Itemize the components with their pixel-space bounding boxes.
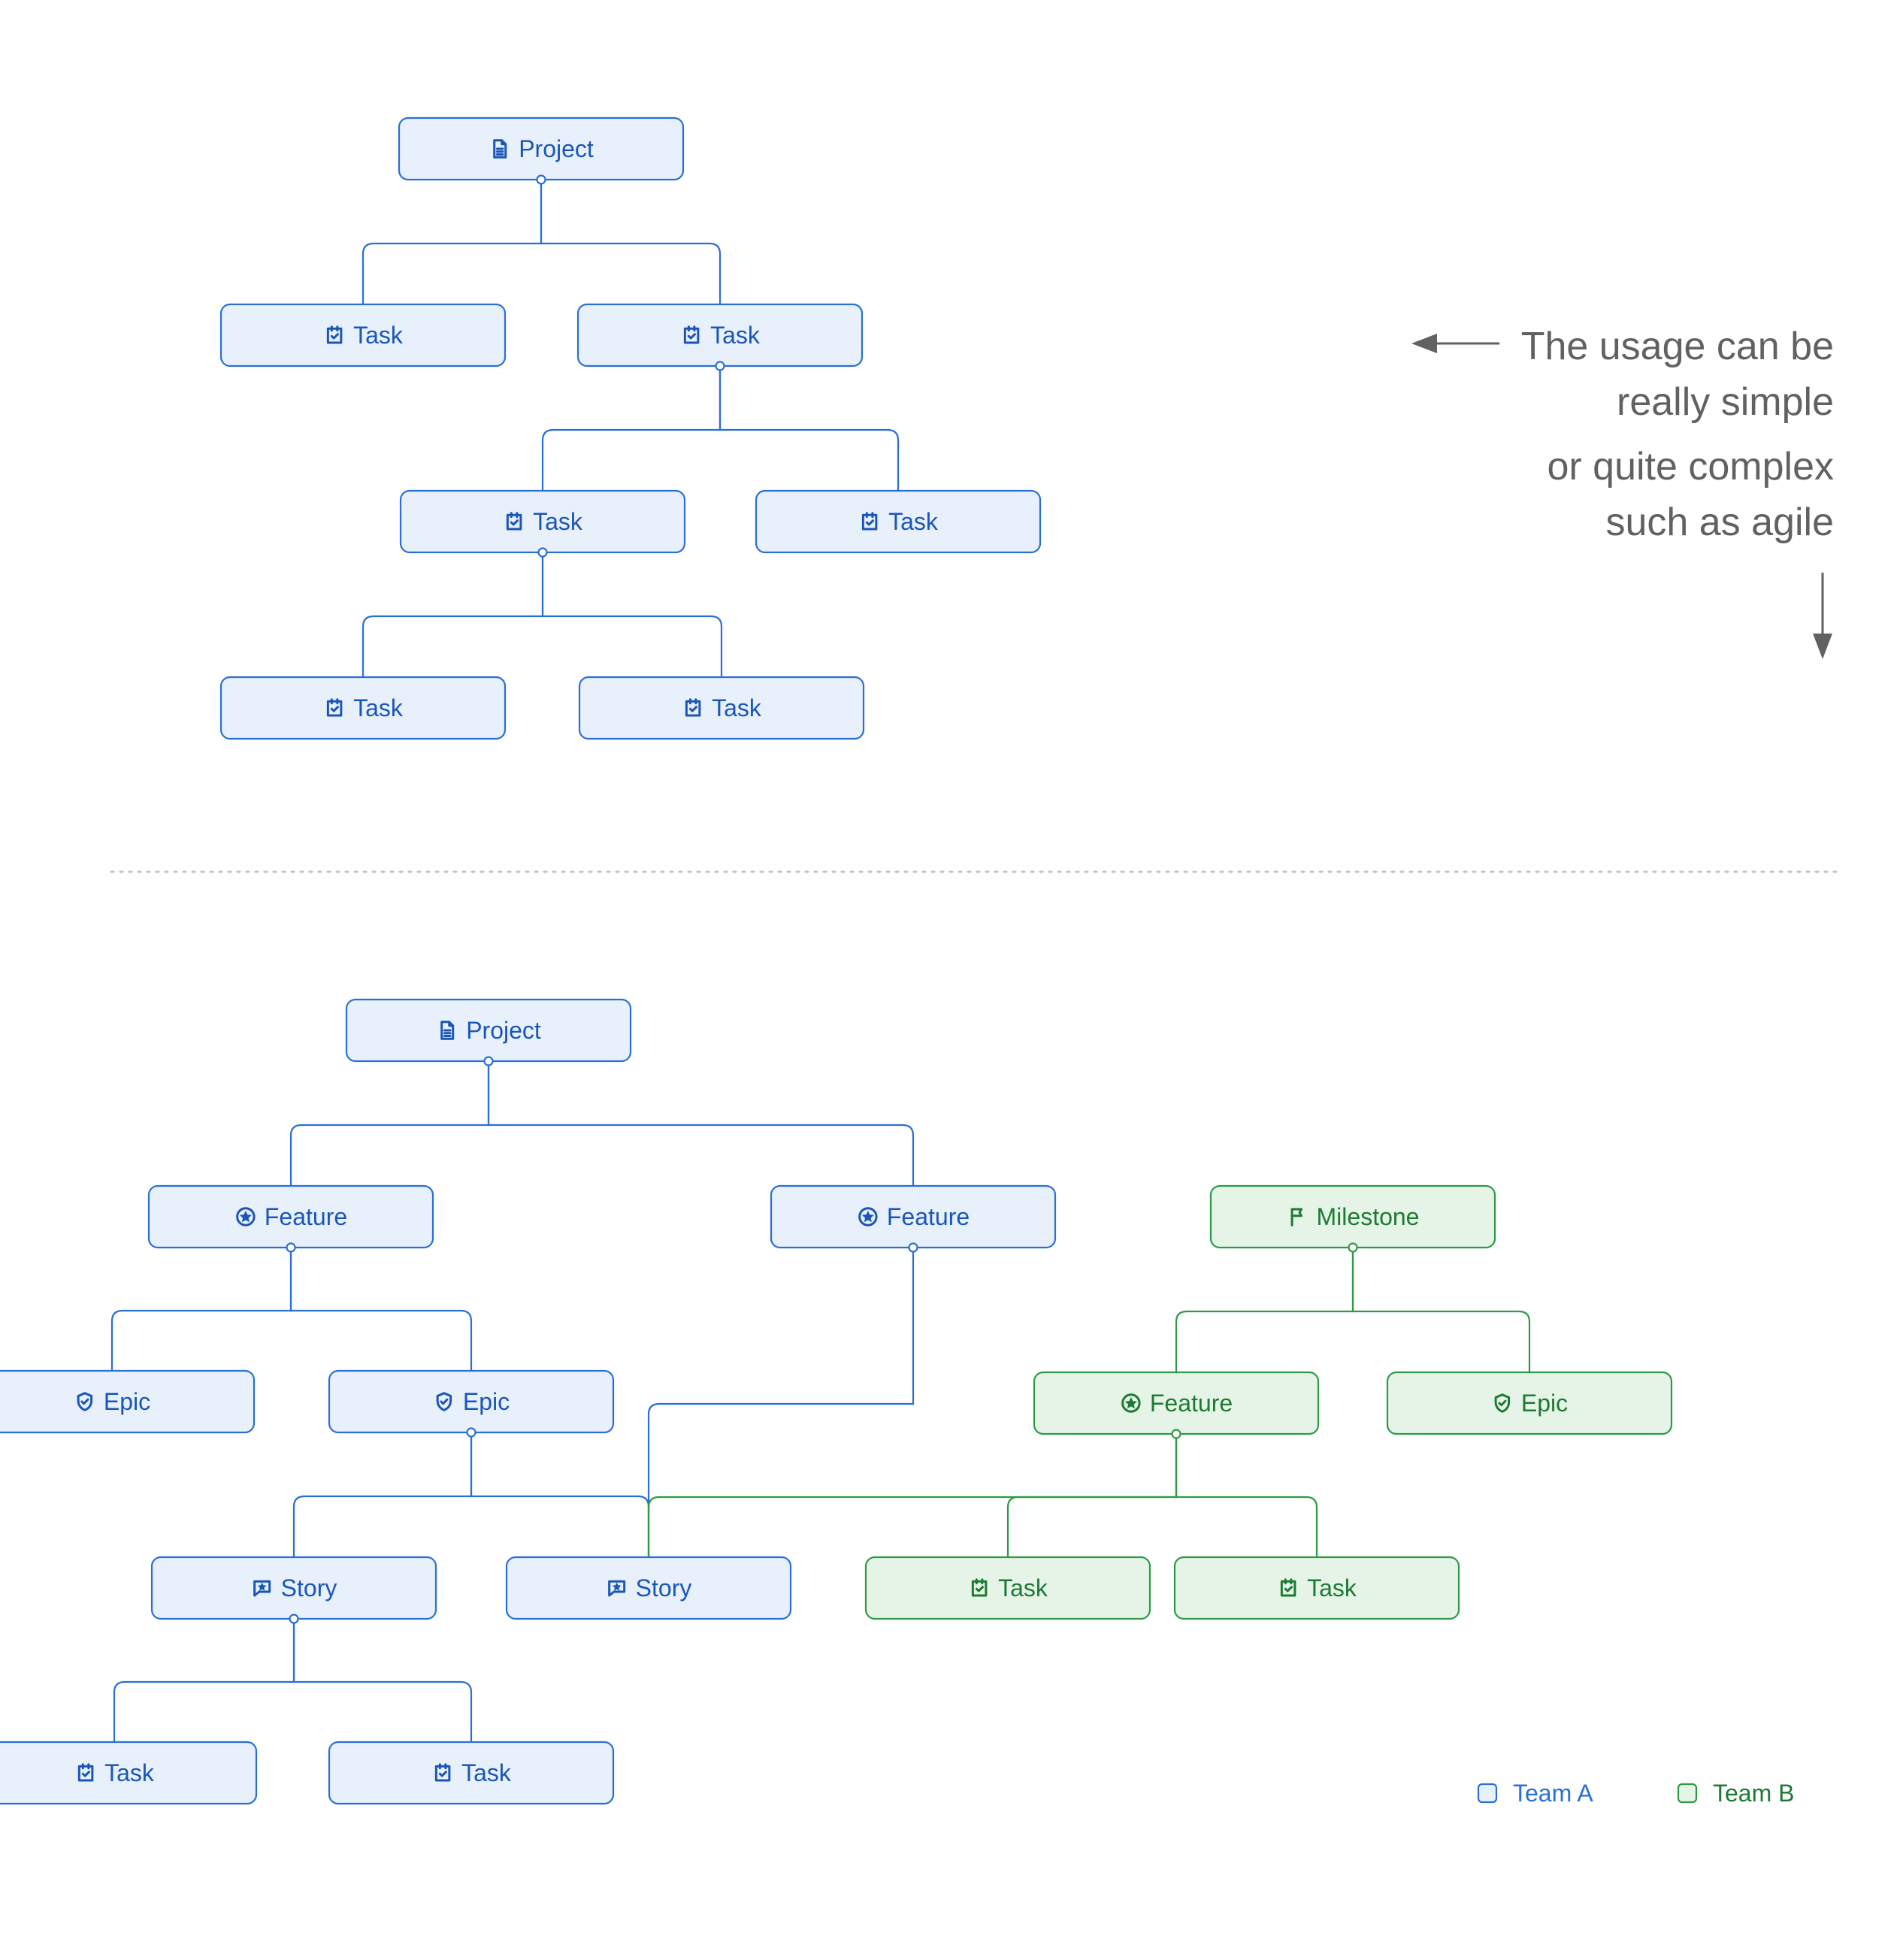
node-b-epic[interactable]: Epic bbox=[1386, 1371, 1673, 1435]
node-port[interactable] bbox=[715, 361, 725, 371]
node-b-milestone[interactable]: Milestone bbox=[1209, 1184, 1496, 1253]
node-label: Task bbox=[712, 694, 762, 721]
connector-b-feature-to-b-task-1 bbox=[1006, 1434, 1178, 1557]
node-a-story-2[interactable]: Story bbox=[505, 1556, 792, 1620]
node-box bbox=[505, 1556, 792, 1620]
node-s-task-5[interactable]: Task bbox=[219, 676, 507, 740]
arrow-left-head bbox=[1411, 334, 1437, 353]
node-port[interactable] bbox=[466, 1427, 477, 1438]
connector-a-story-1-to-a-task-2 bbox=[292, 1619, 473, 1742]
node-label: Task bbox=[1307, 1574, 1357, 1602]
connector-b-feature-to-a-story-2 bbox=[647, 1434, 1178, 1557]
annotation-line-3: or quite complex bbox=[1547, 445, 1834, 488]
node-label: Task bbox=[461, 1759, 512, 1786]
node-label: Feature bbox=[265, 1203, 347, 1230]
node-b-task-2[interactable]: Task bbox=[1173, 1556, 1460, 1620]
node-b-feature[interactable]: Feature bbox=[1033, 1371, 1320, 1439]
connector-b-milestone-to-b-feature bbox=[1175, 1248, 1354, 1372]
connector-s-task-3-to-s-task-6 bbox=[541, 552, 723, 677]
node-a-task-1[interactable]: Task bbox=[0, 1741, 258, 1805]
node-port[interactable] bbox=[1171, 1429, 1181, 1439]
annotation-line-2: really simple bbox=[1617, 380, 1834, 424]
arrow-down-head bbox=[1813, 634, 1832, 659]
node-box bbox=[755, 489, 1042, 554]
connector-s-task-2-to-s-task-4 bbox=[719, 366, 900, 491]
annotation-line-4: such as agile bbox=[1605, 501, 1834, 544]
node-s-task-6[interactable]: Task bbox=[578, 676, 865, 740]
legend-swatch-team-b bbox=[1677, 1783, 1698, 1804]
annotation-line-1: The usage can be bbox=[1521, 325, 1834, 368]
connector-b-feature-to-b-task-2 bbox=[1175, 1434, 1318, 1557]
connector-a-project-to-a-feature-1 bbox=[289, 1061, 490, 1186]
node-box bbox=[219, 676, 507, 740]
node-port[interactable] bbox=[286, 1242, 296, 1253]
node-box bbox=[219, 303, 507, 368]
connector-s-project-to-s-task-2 bbox=[540, 180, 722, 304]
connector-a-feature-1-to-a-epic-1 bbox=[110, 1248, 292, 1371]
node-label: Task bbox=[888, 508, 939, 535]
legend-label-team-a: Team A bbox=[1513, 1780, 1593, 1807]
node-port[interactable] bbox=[1348, 1242, 1358, 1253]
node-label: Task bbox=[353, 322, 404, 349]
node-a-feature-1[interactable]: Feature bbox=[147, 1184, 434, 1253]
connector-a-feature-2-to-a-story-2 bbox=[647, 1248, 915, 1557]
node-label: Milestone bbox=[1317, 1203, 1420, 1230]
node-port[interactable] bbox=[537, 547, 548, 558]
node-box bbox=[328, 1741, 615, 1805]
node-label: Task bbox=[998, 1574, 1048, 1602]
node-box bbox=[0, 1741, 258, 1805]
connector-a-epic-2-to-a-story-1 bbox=[292, 1432, 473, 1557]
node-label: Feature bbox=[887, 1203, 970, 1230]
connector-s-task-3-to-s-task-5 bbox=[362, 552, 544, 677]
connector-a-feature-1-to-a-epic-2 bbox=[289, 1248, 473, 1371]
node-box bbox=[864, 1556, 1151, 1620]
node-port[interactable] bbox=[289, 1614, 299, 1624]
connector-s-project-to-s-task-1 bbox=[362, 180, 543, 304]
connector-s-task-2-to-s-task-3 bbox=[541, 366, 722, 491]
node-box bbox=[0, 1369, 256, 1434]
node-port[interactable] bbox=[908, 1242, 918, 1253]
node-label: Epic bbox=[104, 1388, 150, 1415]
connector-a-story-1-to-a-task-1 bbox=[113, 1619, 295, 1742]
node-s-task-4[interactable]: Task bbox=[755, 489, 1042, 554]
node-s-task-1[interactable]: Task bbox=[219, 303, 507, 368]
node-s-task-3[interactable]: Task bbox=[399, 489, 686, 558]
legend-swatch-team-a bbox=[1477, 1783, 1498, 1804]
annotation: The usage can be really simple or quite … bbox=[1411, 325, 1834, 659]
connector-b-milestone-to-b-epic bbox=[1351, 1248, 1531, 1372]
node-label: Task bbox=[353, 694, 404, 721]
node-a-story-1[interactable]: Story bbox=[150, 1556, 437, 1624]
node-box bbox=[1173, 1556, 1460, 1620]
connector-a-project-to-a-feature-2 bbox=[487, 1061, 915, 1186]
connector-a-epic-2-to-a-story-2 bbox=[470, 1432, 650, 1557]
node-label: Task bbox=[533, 508, 583, 535]
node-box bbox=[578, 676, 865, 740]
node-a-project[interactable]: Project bbox=[345, 998, 632, 1066]
node-label: Story bbox=[281, 1574, 337, 1602]
node-a-epic-2[interactable]: Epic bbox=[328, 1369, 615, 1438]
node-label: Project bbox=[519, 135, 594, 162]
node-label: Task bbox=[710, 322, 761, 349]
node-a-task-2[interactable]: Task bbox=[328, 1741, 615, 1805]
node-s-task-2[interactable]: Task bbox=[576, 303, 864, 371]
node-label: Project bbox=[466, 1017, 541, 1044]
node-label: Task bbox=[104, 1759, 155, 1786]
node-s-project[interactable]: Project bbox=[398, 116, 685, 185]
node-port[interactable] bbox=[483, 1056, 494, 1066]
node-a-epic-1[interactable]: Epic bbox=[0, 1369, 256, 1434]
node-label: Story bbox=[636, 1574, 692, 1602]
node-label: Epic bbox=[463, 1388, 510, 1415]
node-label: Feature bbox=[1150, 1390, 1233, 1417]
legend-label-team-b: Team B bbox=[1713, 1780, 1794, 1807]
node-a-feature-2[interactable]: Feature bbox=[770, 1184, 1057, 1253]
node-box bbox=[1386, 1371, 1673, 1435]
node-port[interactable] bbox=[536, 174, 546, 185]
legend: Team A Team B bbox=[1477, 1780, 1794, 1807]
node-b-task-1[interactable]: Task bbox=[864, 1556, 1151, 1620]
connector-layer bbox=[110, 180, 1531, 1742]
node-label: Epic bbox=[1521, 1390, 1568, 1417]
